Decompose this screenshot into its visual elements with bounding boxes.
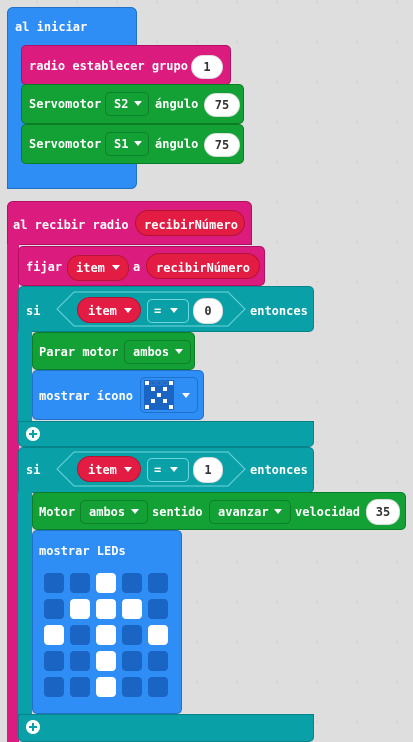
servo-s1-angle-value[interactable]: 75 <box>204 133 240 157</box>
chevron-down-icon <box>274 509 282 514</box>
if-item-1-value[interactable]: 1 <box>193 457 223 483</box>
servo-s2-angle-label: ángulo <box>155 97 199 111</box>
if-item-1-spine <box>18 492 32 716</box>
chevron-down-icon <box>112 265 120 270</box>
chevron-down-icon <box>124 308 132 313</box>
led-cell[interactable] <box>96 651 116 671</box>
set-value-reporter[interactable] <box>146 253 260 279</box>
if-item-0-value[interactable]: 0 <box>193 298 223 324</box>
led-cell[interactable] <box>148 625 168 645</box>
param-recibir-numero-label: recibirNúmero <box>144 218 238 232</box>
led-cell[interactable] <box>44 677 64 697</box>
led-cell[interactable] <box>96 677 116 697</box>
led-cell[interactable] <box>122 677 142 697</box>
led-cell[interactable] <box>96 599 116 619</box>
led-cell[interactable] <box>70 625 90 645</box>
servo-s2-label: Servomotor <box>29 97 102 111</box>
on-radio-received-label: al recibir radio <box>13 218 129 232</box>
if-item-0-add-icon[interactable] <box>26 427 40 441</box>
led-cell[interactable] <box>70 599 90 619</box>
show-leds-label: mostrar LEDs <box>39 544 126 558</box>
led-cell[interactable] <box>148 599 168 619</box>
show-icon-label: mostrar ícono <box>39 389 133 403</box>
stop-motor-label: Parar motor <box>39 345 119 359</box>
if-item-0-operator[interactable]: = <box>147 299 189 323</box>
led-cell[interactable] <box>44 651 64 671</box>
param-recibir-numero[interactable] <box>135 210 245 236</box>
led-cell[interactable] <box>96 625 116 645</box>
led-cell[interactable] <box>70 677 90 697</box>
motor-direction-dropdown[interactable]: avanzar <box>209 500 291 524</box>
led-cell[interactable] <box>70 651 90 671</box>
if-item-1-variable-label: item <box>88 463 117 477</box>
chevron-down-icon <box>134 101 142 106</box>
chevron-down-icon <box>170 308 178 313</box>
if-item-0-variable-label: item <box>88 304 117 318</box>
servo-s1-pin-dropdown[interactable]: S1 <box>105 132 149 156</box>
servo-s1-angle-label: ángulo <box>155 137 199 151</box>
set-to-label: a <box>133 260 141 274</box>
led-cell[interactable] <box>148 677 168 697</box>
if-item-0-variable[interactable] <box>77 297 141 323</box>
radio-group-value[interactable]: 1 <box>191 55 223 79</box>
if-item-1-footer <box>18 714 314 742</box>
set-label: fijar <box>26 260 63 274</box>
led-cell[interactable] <box>122 625 142 645</box>
led-cell[interactable] <box>122 573 142 593</box>
servo-s1-label: Servomotor <box>29 137 102 151</box>
chevron-down-icon <box>131 509 139 514</box>
chevron-down-icon <box>170 467 178 472</box>
motor-which-dropdown[interactable]: ambos <box>80 500 148 524</box>
motor-speed-label: velocidad <box>295 505 361 519</box>
servo-s2-pin-dropdown[interactable]: S2 <box>105 92 149 116</box>
radio-set-group-label: radio establecer grupo <box>29 59 188 73</box>
led-cell[interactable] <box>44 625 64 645</box>
led-cell[interactable] <box>44 573 64 593</box>
on-start-label: al iniciar <box>15 20 88 34</box>
if-item-1-si-label: si <box>26 463 41 477</box>
if-item-0-si-label: si <box>26 304 41 318</box>
if-item-0-footer <box>18 421 314 447</box>
led-cell[interactable] <box>122 651 142 671</box>
set-variable-dropdown[interactable]: item <box>67 255 129 281</box>
led-cell[interactable] <box>96 573 116 593</box>
set-value-label: recibirNúmero <box>156 261 250 275</box>
motor-speed-value[interactable]: 35 <box>366 499 400 525</box>
chevron-down-icon <box>175 349 183 354</box>
led-cell[interactable] <box>148 651 168 671</box>
if-item-0-spine <box>18 331 32 423</box>
if-item-1-then-label: entonces <box>250 463 308 477</box>
if-item-1-add-icon[interactable] <box>26 720 40 734</box>
led-cell[interactable] <box>122 599 142 619</box>
motor-label: Motor <box>39 505 76 519</box>
led-cell[interactable] <box>44 599 64 619</box>
x-pattern-icon <box>144 380 174 410</box>
show-icon-dropdown[interactable] <box>140 377 198 413</box>
servo-s2-angle-value[interactable]: 75 <box>204 93 240 117</box>
chevron-down-icon <box>182 393 190 398</box>
on-radio-received-spine <box>7 244 19 742</box>
led-cell[interactable] <box>70 573 90 593</box>
stop-motor-dropdown[interactable]: ambos <box>124 340 191 364</box>
led-cell[interactable] <box>148 573 168 593</box>
chevron-down-icon <box>134 141 142 146</box>
led-grid[interactable] <box>44 573 172 697</box>
chevron-down-icon <box>124 467 132 472</box>
motor-direction-label: sentido <box>152 505 203 519</box>
if-item-0-then-label: entonces <box>250 304 308 318</box>
if-item-1-operator[interactable]: = <box>147 458 189 482</box>
